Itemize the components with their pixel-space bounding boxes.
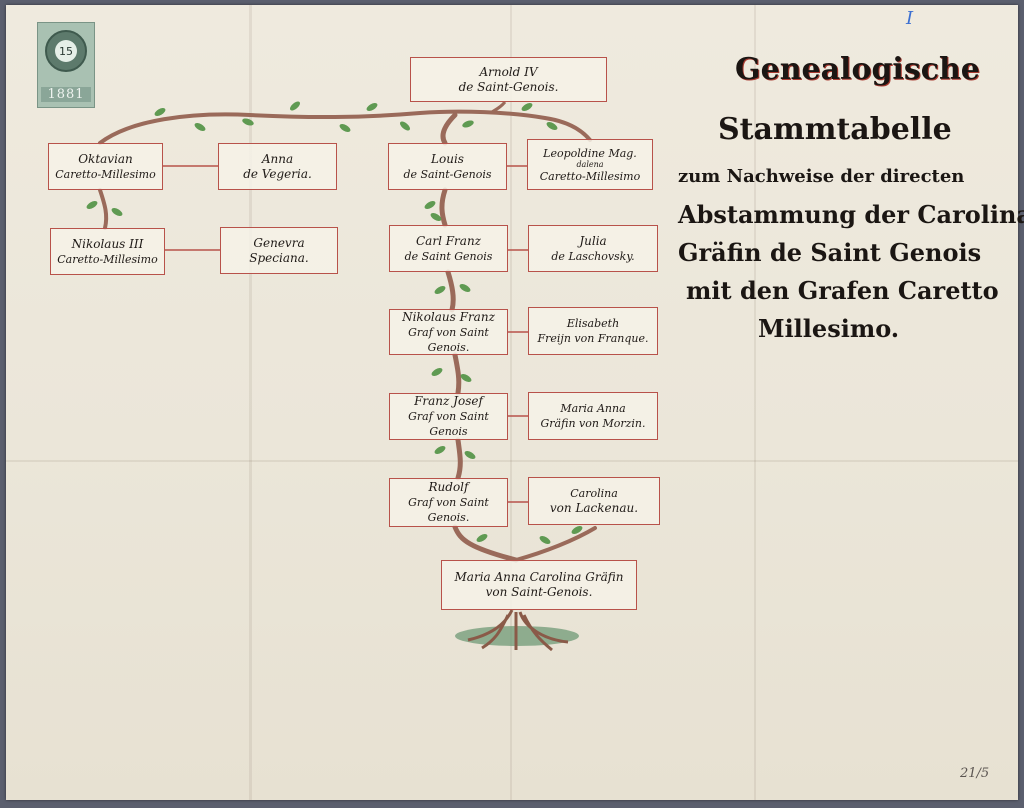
person-name: Genevra bbox=[253, 235, 305, 250]
tree-trunk-left bbox=[98, 188, 109, 230]
person-family: de Vegeria. bbox=[243, 166, 312, 181]
person-box-louis: Louis de Saint-Genois bbox=[388, 143, 507, 190]
person-family: de Saint-Genois bbox=[403, 167, 492, 181]
person-name: Maria Anna Carolina Gräfin bbox=[454, 570, 624, 584]
tree-leaves bbox=[86, 101, 583, 544]
person-family: Gräfin von Morzin. bbox=[540, 417, 646, 430]
title-line-6: mit den Grafen Caretto bbox=[686, 276, 999, 305]
title-line-1: Genealogische bbox=[735, 52, 980, 87]
person-box-anna-vegeria: Anna de Vegeria. bbox=[218, 143, 337, 190]
person-family: de Saint-Genois. bbox=[458, 79, 559, 94]
document-sheet bbox=[6, 5, 1018, 800]
person-family: Speciana. bbox=[249, 250, 309, 265]
person-box-karl-franz: Carl Franz de Saint Genois bbox=[389, 225, 508, 272]
person-name: Nikolaus Franz bbox=[402, 309, 495, 324]
person-name: Carl Franz bbox=[416, 233, 481, 248]
person-family: de Laschovsky. bbox=[551, 249, 635, 263]
person-name-continued: dalena bbox=[576, 159, 604, 169]
person-box-elisabeth: Elisabeth Freijn von Franque. bbox=[528, 307, 658, 355]
title-line-4: Abstammung der Carolina bbox=[678, 200, 1024, 229]
tree-roots bbox=[455, 609, 579, 652]
person-box-maria-anna-carolina: Maria Anna Carolina Gräfin von Saint-Gen… bbox=[441, 560, 637, 610]
archive-mark: I bbox=[906, 8, 914, 29]
paper-fold bbox=[754, 5, 756, 800]
person-family: Graf von Saint Genois. bbox=[408, 325, 489, 354]
person-name: Leopoldine Mag. bbox=[543, 146, 637, 160]
tree-branch-bottom bbox=[514, 526, 597, 562]
person-name: Arnold IV bbox=[479, 64, 538, 79]
person-box-rudolf: Rudolf Graf von Saint Genois. bbox=[389, 478, 508, 527]
person-family: de Saint Genois bbox=[404, 249, 493, 263]
stamp-value: 15 bbox=[55, 40, 77, 62]
person-name: Carolina bbox=[570, 487, 618, 500]
person-box-nikolaus-franz: Nikolaus Franz Graf von Saint Genois. bbox=[389, 309, 508, 355]
person-box-carolina: Carolina von Lackenau. bbox=[528, 477, 660, 525]
person-box-arnold: Arnold IV de Saint-Genois. bbox=[410, 57, 607, 102]
marriage-lines bbox=[163, 165, 528, 503]
person-family: Caretto-Millesimo bbox=[57, 252, 158, 266]
title-line-5: Gräfin de Saint Genois bbox=[678, 238, 982, 267]
person-box-franz-josef: Franz Josef Graf von Saint Genois bbox=[389, 393, 508, 440]
person-box-leopoldine: Leopoldine Mag. dalena Caretto-Millesimo bbox=[527, 139, 653, 190]
person-box-julia: Julia de Laschovsky. bbox=[528, 225, 658, 272]
person-box-oktavian: Oktavian Caretto-Millesimo bbox=[48, 143, 163, 190]
person-name: Rudolf bbox=[428, 480, 469, 494]
paper-fold bbox=[6, 460, 1018, 462]
person-family: Caretto-Millesimo bbox=[55, 167, 156, 181]
folio-number: 21/5 bbox=[960, 766, 990, 781]
stamp-disc: 15 bbox=[45, 30, 87, 72]
title-line-3: zum Nachweise der directen bbox=[678, 166, 965, 187]
person-box-maria-anna: Maria Anna Gräfin von Morzin. bbox=[528, 392, 658, 440]
title-line-7: Millesimo. bbox=[758, 314, 900, 343]
person-family: von Saint-Genois. bbox=[485, 585, 593, 599]
person-name: Maria Anna bbox=[560, 402, 626, 415]
person-box-genevra: Genevra Speciana. bbox=[220, 227, 338, 274]
person-name: Anna bbox=[261, 151, 294, 166]
revenue-stamp: 15 1881 bbox=[37, 22, 95, 108]
person-family: Graf von Saint Genois bbox=[408, 410, 489, 438]
person-name: Nikolaus III bbox=[71, 236, 144, 251]
person-name: Elisabeth bbox=[566, 317, 620, 330]
stamp-year: 1881 bbox=[41, 87, 91, 102]
person-family: von Lackenau. bbox=[549, 501, 639, 515]
person-family: Caretto-Millesimo bbox=[539, 169, 641, 183]
person-family: Freijn von Franque. bbox=[537, 332, 649, 345]
paper-fold bbox=[510, 5, 512, 800]
tree-trunk bbox=[439, 112, 519, 563]
tree-branch-arnold bbox=[489, 101, 507, 115]
title-line-2: Stammtabelle bbox=[718, 112, 952, 147]
person-family: Graf von Saint Genois. bbox=[408, 496, 489, 524]
person-name: Franz Josef bbox=[414, 394, 483, 408]
person-name: Julia bbox=[579, 233, 607, 248]
person-name: Louis bbox=[431, 151, 464, 166]
tree-branch-top bbox=[98, 109, 592, 145]
person-name: Oktavian bbox=[78, 151, 133, 166]
person-box-nikolaus-iii: Nikolaus III Caretto-Millesimo bbox=[50, 228, 165, 275]
paper-fold bbox=[249, 5, 252, 800]
